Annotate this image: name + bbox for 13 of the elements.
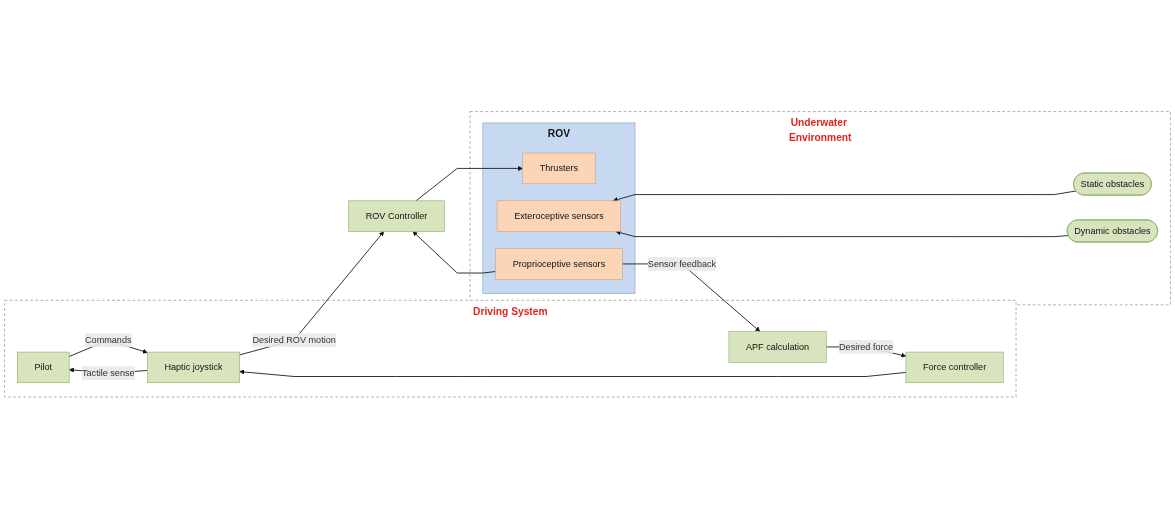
node-box: Exteroceptive sensors bbox=[496, 200, 622, 232]
node-box: Thrusters bbox=[522, 152, 596, 184]
node-box: APF calculation bbox=[728, 331, 827, 363]
node-box: ROV Controller bbox=[348, 200, 445, 232]
node-box: Haptic joystick bbox=[147, 351, 240, 383]
node-box: Proprioceptive sensors bbox=[495, 248, 623, 280]
node-box: Force controller bbox=[905, 351, 1004, 383]
edge-label: Desired force bbox=[839, 341, 894, 352]
edge-label: Tactile sense bbox=[81, 367, 135, 378]
edge-label: Commands bbox=[85, 334, 132, 345]
edge-label: Desired ROV motion bbox=[252, 334, 336, 345]
node-box: Pilot bbox=[17, 351, 70, 383]
edge-label: Sensor feedback bbox=[647, 258, 717, 269]
